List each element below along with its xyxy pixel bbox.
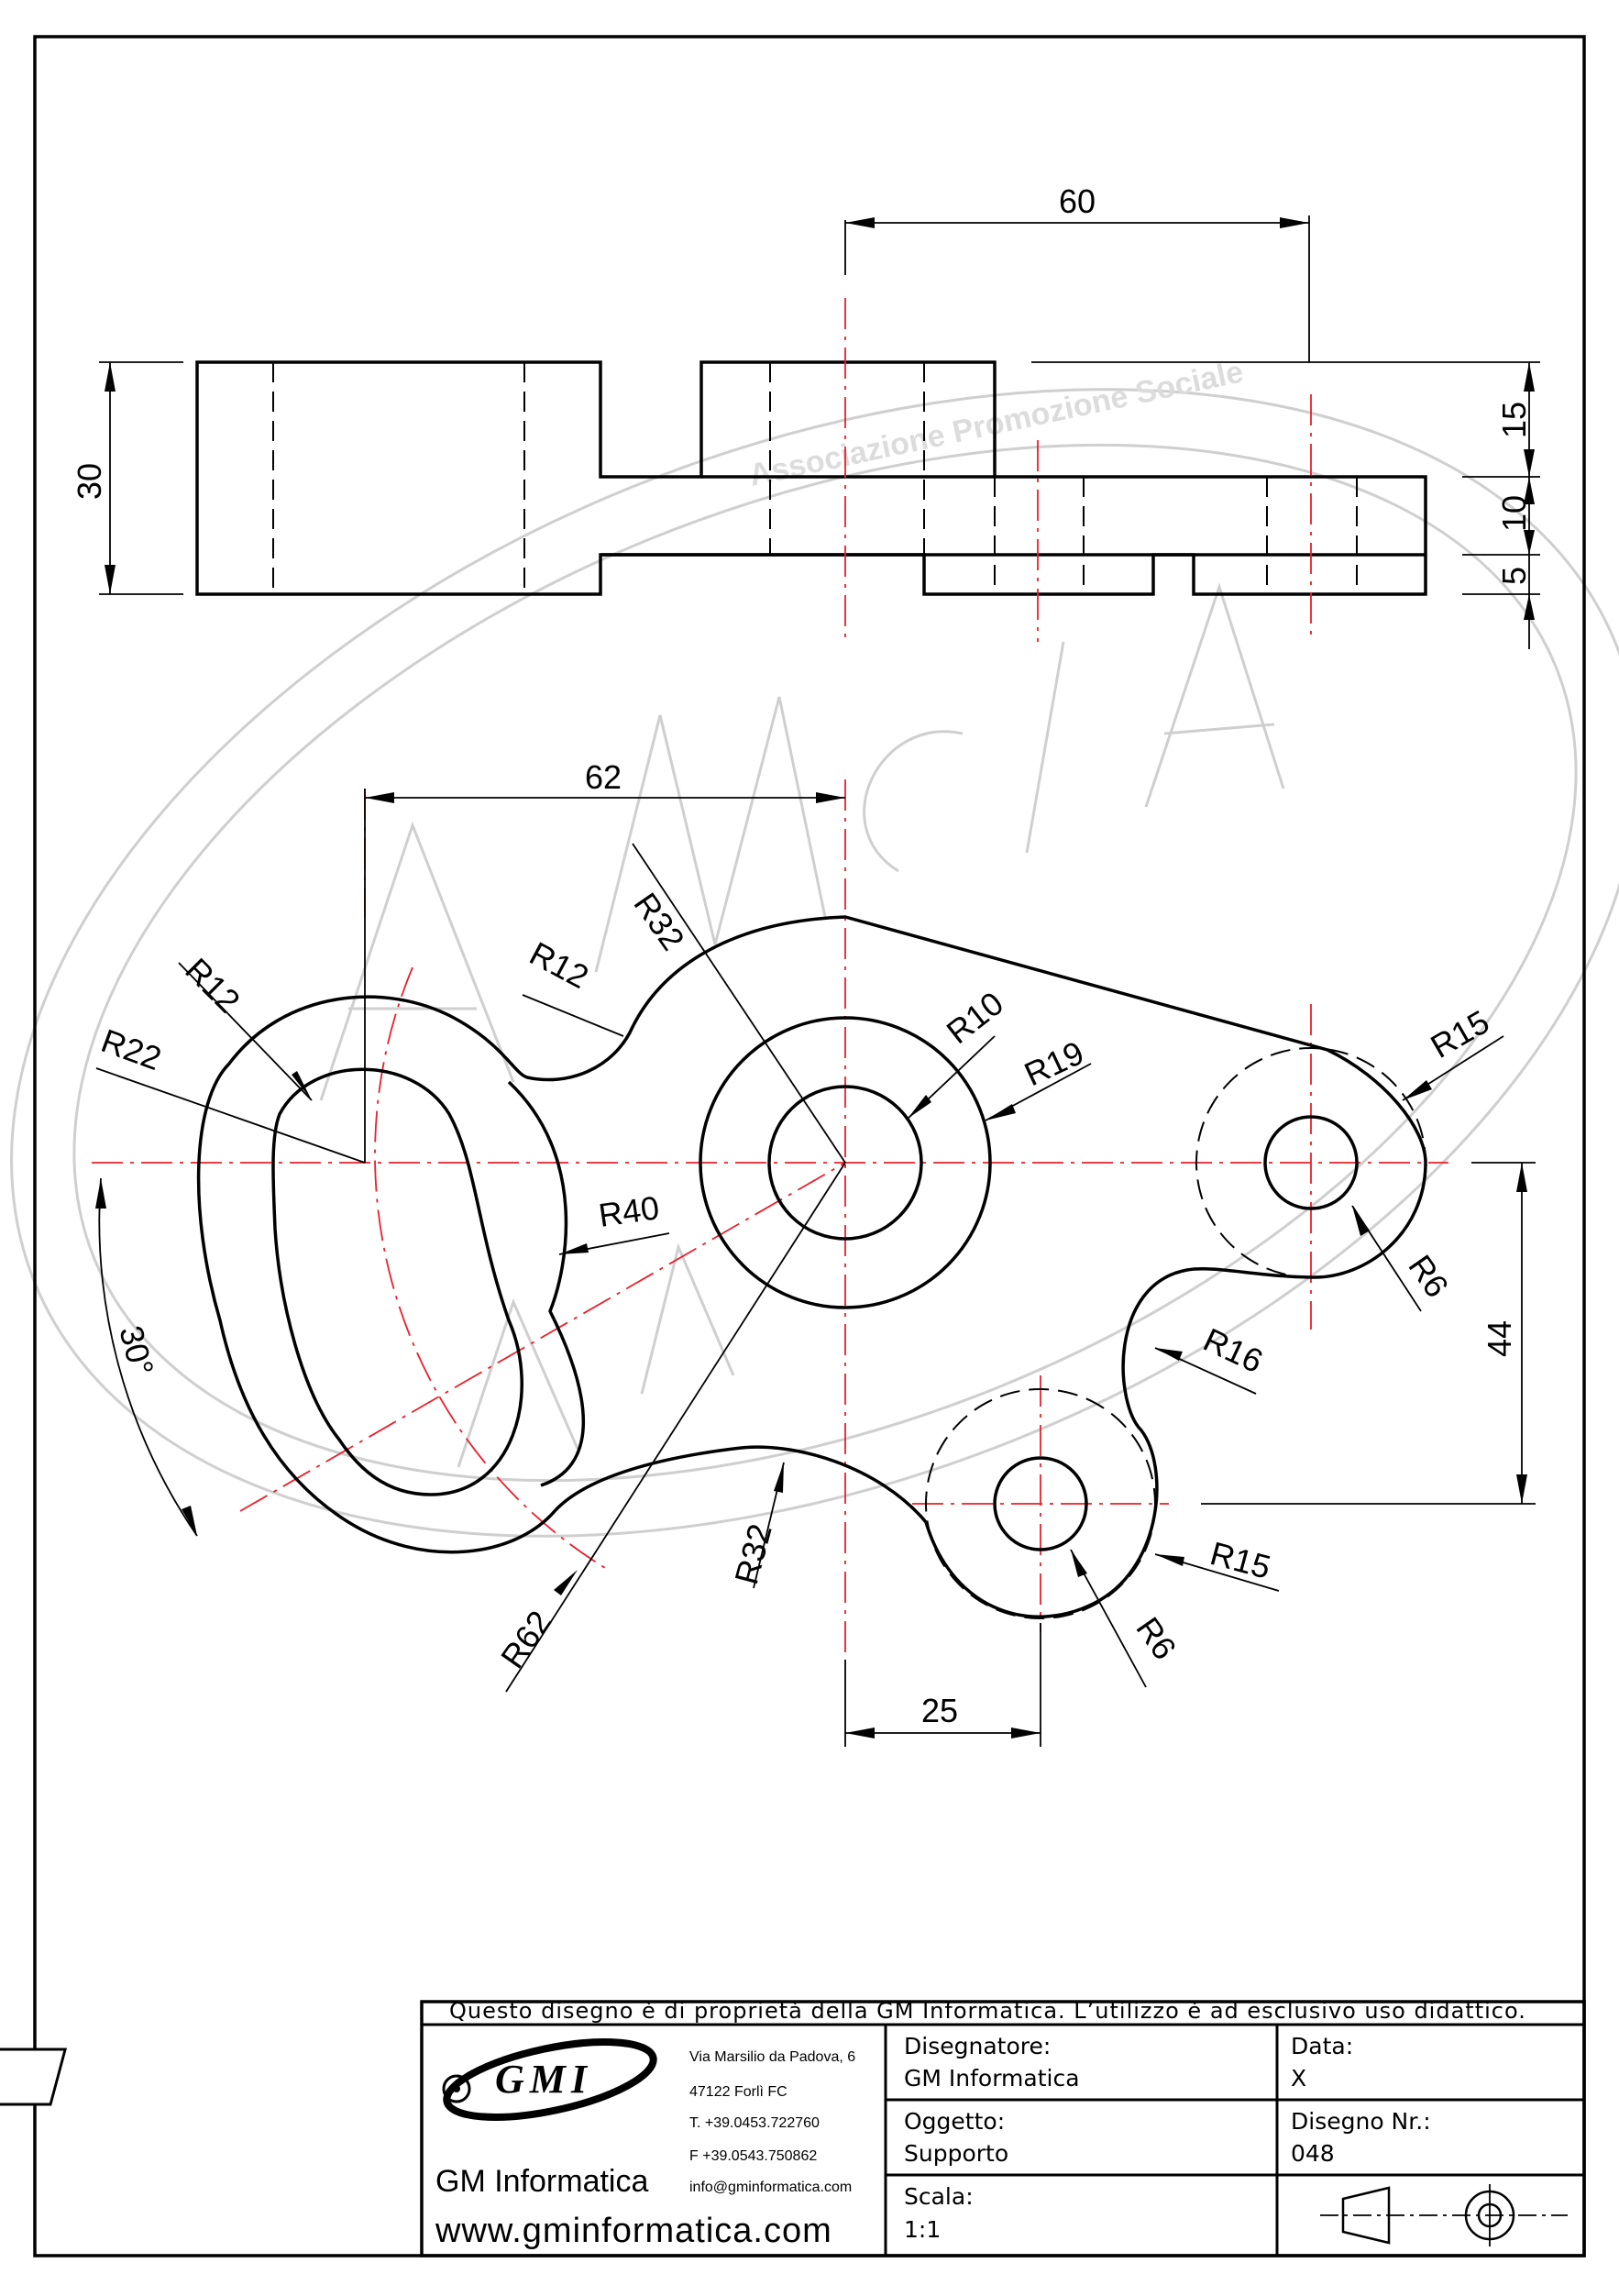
- dim-62: 62: [585, 758, 622, 796]
- company-address2: 47122 Forlì FC: [689, 2084, 787, 2100]
- designer-value: GM Informatica: [904, 2065, 1080, 2092]
- scale-value: 1:1: [904, 2216, 941, 2243]
- front-view-dimensions: 60 30 15 10 5: [71, 182, 1540, 649]
- sheet-border: [33, 35, 1586, 2257]
- company-logo-text: GMI: [495, 2057, 592, 2102]
- dim-r16: R16: [1198, 1320, 1269, 1380]
- plan-view-dimensions: 62 44 25 30° R32 R12 R12 R22 R10 R19 R40…: [95, 758, 1536, 1747]
- dim-r10: R10: [940, 984, 1010, 1051]
- dim-r12-upper: R12: [523, 934, 595, 996]
- right-lug-hole: [1263, 1115, 1359, 1210]
- object-value: Supporto: [904, 2140, 1008, 2167]
- dim-r12-left: R12: [178, 951, 248, 1021]
- dim-r6-bottom: R6: [1129, 1610, 1184, 1666]
- front-view: [195, 298, 1427, 642]
- dim-r15-bottom: R15: [1206, 1534, 1274, 1586]
- dim-10: 10: [1495, 495, 1533, 532]
- boss-hole: [767, 1085, 923, 1241]
- dim-15: 15: [1495, 402, 1533, 438]
- dim-60: 60: [1059, 182, 1096, 220]
- dim-25: 25: [921, 1692, 958, 1729]
- dim-r62: R62: [493, 1604, 558, 1675]
- watermark-logo: [10, 388, 1619, 1538]
- title-block-notice: Questo disegno è di proprietà della GM I…: [449, 1998, 1526, 2024]
- dim-r32-bottom: R32: [727, 1520, 779, 1588]
- company-address1: Via Marsilio da Padova, 6: [689, 2049, 855, 2065]
- company-phone: T. +39.0453.722760: [689, 2115, 820, 2131]
- dim-30: 30: [71, 463, 108, 500]
- plan-view: [92, 779, 1504, 1693]
- date-label: Data:: [1291, 2033, 1353, 2059]
- designer-label: Disegnatore:: [904, 2033, 1051, 2059]
- bottom-lug-hole: [993, 1456, 1088, 1551]
- dim-r6-right: R6: [1401, 1248, 1456, 1304]
- object-label: Oggetto:: [904, 2108, 1005, 2135]
- drawing-number-value: 048: [1291, 2140, 1335, 2167]
- dim-r15-right: R15: [1425, 1002, 1496, 1065]
- title-block: Questo disegno è di proprietà della GM I…: [0, 1998, 1586, 2257]
- boss-outer: [699, 1016, 992, 1309]
- dim-5: 5: [1495, 567, 1533, 585]
- company-logo: GMI: [0, 2038, 657, 2121]
- plan-slot: [271, 1067, 523, 1496]
- company-name: GM Informatica: [435, 2164, 648, 2199]
- projection-symbol-icon: [1320, 2184, 1568, 2246]
- dim-r32-top: R32: [626, 886, 691, 957]
- company-fax: F +39.0543.750862: [689, 2148, 817, 2164]
- company-website: www.gminformatica.com: [435, 2212, 832, 2250]
- date-value: X: [1291, 2065, 1306, 2092]
- scale-label: Scala:: [904, 2183, 974, 2210]
- dim-r22: R22: [96, 1021, 166, 1077]
- drawing-number-label: Disegno Nr.:: [1291, 2108, 1431, 2135]
- company-email: info@gminformatica.com: [689, 2180, 852, 2195]
- dim-r40: R40: [596, 1188, 661, 1234]
- dim-44: 44: [1481, 1320, 1518, 1357]
